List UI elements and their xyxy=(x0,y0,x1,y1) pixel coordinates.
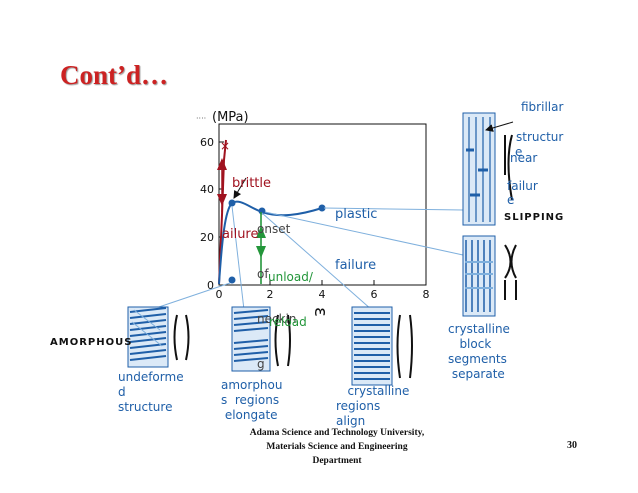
panel-fibrillar xyxy=(462,112,514,226)
panel-amorphous-elongate xyxy=(231,306,291,372)
brittle-failure-curve xyxy=(218,139,227,285)
connector-undeformed xyxy=(149,282,231,311)
label-crystalline-block-separate: crystalline block segments separate xyxy=(448,322,510,381)
onset-line-3: neckin xyxy=(257,312,297,326)
onset-line-1: onset xyxy=(257,222,291,236)
y-axis-label: (MPa) xyxy=(212,110,249,125)
label-fibrillar: fibrillar xyxy=(521,100,564,114)
y-axis-prefix: ···· xyxy=(196,114,206,123)
x-tick-label-0: 0 xyxy=(216,288,223,301)
unload-line-1: unload/ xyxy=(268,270,313,284)
brittle-arrow-up xyxy=(217,158,227,170)
brittle-arrow-down xyxy=(217,194,227,206)
label-structure: structur xyxy=(516,130,564,144)
unload-line-2: reload xyxy=(269,315,307,329)
curve-point-failure xyxy=(318,204,326,212)
curve-point-yield xyxy=(228,199,236,207)
connector-amorphous xyxy=(231,205,245,311)
label-failure-tail: e xyxy=(507,193,515,207)
connector-fibrillar xyxy=(323,207,464,211)
unload-arrow-down xyxy=(256,246,266,258)
slide-footer: Adama Science and Technology University,… xyxy=(249,428,425,466)
curve-point-origin xyxy=(228,276,236,284)
onset-line-4: g xyxy=(257,357,265,371)
panel-crystalline-block xyxy=(462,235,517,317)
page-number: 30 xyxy=(567,440,577,451)
x-tick-label-4: 4 xyxy=(319,288,326,301)
plastic-line-1: plastic xyxy=(335,207,378,222)
x-tick-label-8: 8 xyxy=(423,288,430,301)
slide-title: Cont’d… xyxy=(60,60,169,90)
connector-crystalline-align xyxy=(261,212,373,311)
y-tick-label-40: 40 xyxy=(200,183,214,196)
plastic-line-2: failure xyxy=(335,258,377,273)
brittle-line-1: brittle xyxy=(232,176,272,191)
brittle-line-2: ailure xyxy=(222,227,259,242)
annotation-onset-necking: onset of neckin g xyxy=(257,192,296,387)
label-undeformed-structure: undeforme d structure xyxy=(118,370,184,414)
label-slipping: SLIPPING xyxy=(504,212,565,223)
panel-crystalline-align xyxy=(351,306,413,386)
label-near: near xyxy=(510,151,538,165)
y-tick-label-20: 20 xyxy=(200,231,214,244)
annotation-plastic-failure: plastic failure xyxy=(335,172,377,291)
label-amorphous-regions-elongate: amorphou s regions elongate xyxy=(221,378,283,422)
connector-crystalline-block xyxy=(264,211,464,256)
panel-undeformed-structure xyxy=(127,306,190,368)
plastic-failure-curve xyxy=(218,200,323,285)
annotation-unload-reload: unload/ reload xyxy=(268,240,313,345)
annotation-brittle-failure: brittle ailure xyxy=(222,141,272,260)
onset-line-2: of xyxy=(257,267,269,281)
label-failure: failur xyxy=(507,179,538,193)
unload-arrow-up xyxy=(256,226,266,238)
x-axis-symbol: ε xyxy=(310,307,331,317)
label-amorphous: AMORPHOUS xyxy=(50,337,133,348)
x-tick-label-2: 2 xyxy=(267,288,274,301)
x-tick-label-6: 6 xyxy=(371,288,378,301)
label-crystalline-regions-align: crystalline regions align xyxy=(336,384,410,428)
brittle-pointer xyxy=(233,177,247,199)
y-tick-label-0: 0 xyxy=(207,279,214,292)
brittle-failure-x-mark: × xyxy=(220,139,230,153)
label-structure-tail: e xyxy=(515,145,523,159)
y-tick-label-60: 60 xyxy=(200,136,214,149)
